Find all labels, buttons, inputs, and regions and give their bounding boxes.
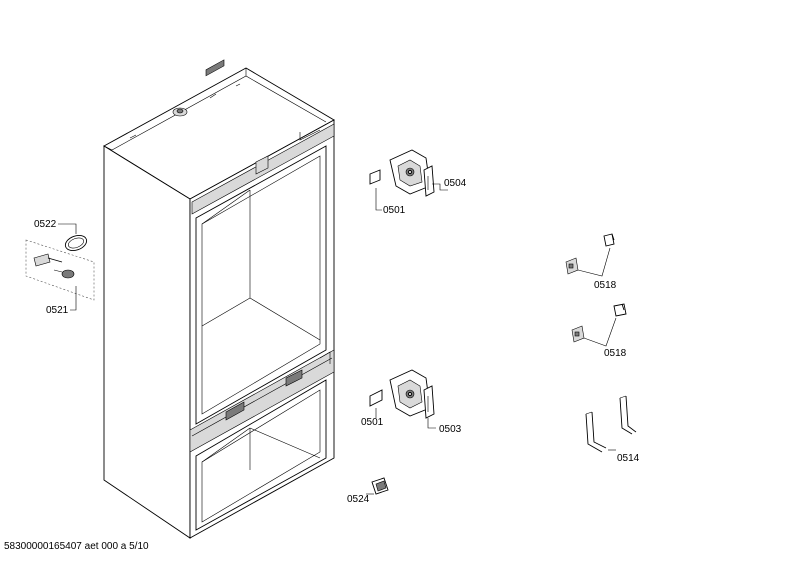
part-0518-clip-upper[interactable] bbox=[565, 233, 615, 277]
label-0503: 0503 bbox=[439, 424, 462, 435]
label-0518-lower: 0518 bbox=[604, 348, 627, 359]
part-0501-cover-upper[interactable] bbox=[369, 169, 382, 211]
label-0518-upper: 0518 bbox=[594, 280, 617, 291]
part-0504-hinge-upper[interactable] bbox=[389, 149, 448, 197]
label-0501-upper: 0501 bbox=[383, 205, 406, 216]
label-0504: 0504 bbox=[444, 178, 467, 189]
part-0524-stopper[interactable] bbox=[366, 477, 389, 495]
label-0514: 0514 bbox=[617, 453, 640, 464]
part-0518-clip-lower[interactable] bbox=[571, 303, 627, 347]
label-0521: 0521 bbox=[46, 305, 69, 316]
part-0503-hinge-lower[interactable] bbox=[389, 369, 436, 429]
part-0521-bracket-set[interactable] bbox=[25, 239, 95, 311]
label-0522: 0522 bbox=[34, 219, 57, 230]
part-0514-u-brackets[interactable] bbox=[585, 395, 637, 453]
label-0501-lower: 0501 bbox=[361, 417, 384, 428]
part-0522-ring[interactable] bbox=[58, 223, 89, 253]
label-0524: 0524 bbox=[347, 494, 370, 505]
refrigerator-cabinet bbox=[103, 59, 335, 539]
document-footer-id: 58300000165407 aet 000 a 5/10 bbox=[4, 541, 149, 552]
part-0501-cover-lower[interactable] bbox=[369, 389, 383, 418]
